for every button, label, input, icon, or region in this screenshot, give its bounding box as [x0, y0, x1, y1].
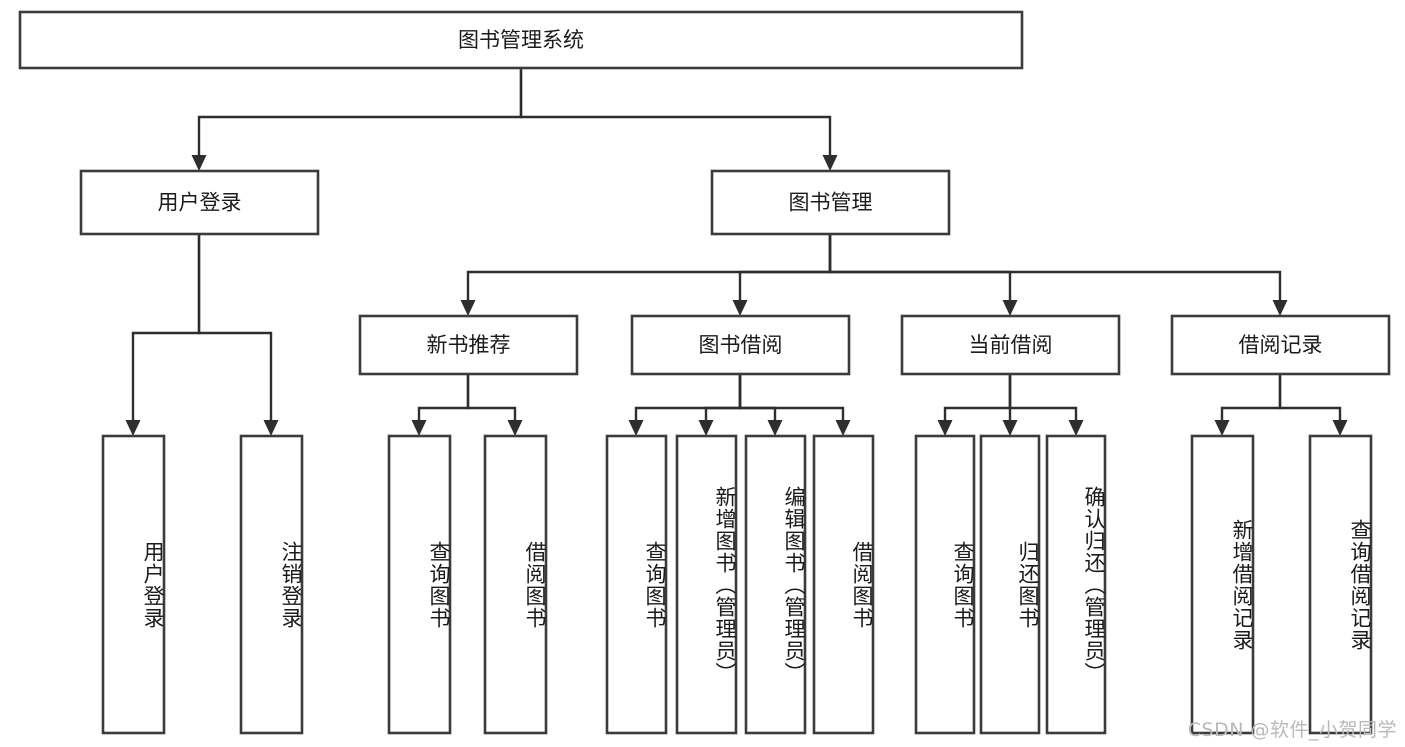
- node-new-book-rec[interactable]: 新书推荐: [358, 314, 579, 376]
- level2-node-box: [1170, 314, 1391, 376]
- arrow-head-book-manage: [822, 155, 838, 171]
- connector-current-borrow-to-leaf-query-book-3: [943, 374, 1012, 425]
- connector-book-manage-to-current-borrow: [828, 234, 1012, 305]
- root-node-box: [18, 10, 1024, 70]
- connector-user-login-to-leaf-logout: [197, 234, 273, 425]
- connector-layer: [125, 68, 1348, 436]
- level1-node-box: [79, 169, 320, 236]
- leaf-box-leaf-add-record[interactable]: [1190, 434, 1255, 735]
- arrow-head-book-borrow: [732, 300, 748, 316]
- connector-root-to-book-manage: [519, 68, 832, 160]
- level2-node-label: 当前借阅: [969, 333, 1053, 357]
- arrow-head-leaf-query-book-3: [937, 420, 953, 436]
- node-root[interactable]: 图书管理系统: [18, 10, 1024, 70]
- arrow-head-leaf-confirm-return: [1068, 420, 1084, 436]
- arrow-head-leaf-add-book: [698, 420, 714, 436]
- level2-node-box: [630, 314, 851, 376]
- leaf-box-leaf-logout[interactable]: [239, 434, 304, 735]
- arrow-head-current-borrow: [1002, 300, 1018, 316]
- leaf-box-leaf-add-book[interactable]: [675, 434, 738, 735]
- leaf-box-leaf-confirm-return[interactable]: [1045, 434, 1107, 735]
- level2-node-label: 图书借阅: [699, 333, 783, 357]
- leaf-box-leaf-query-book-1[interactable]: [387, 434, 452, 735]
- arrow-head-leaf-query-record: [1332, 420, 1348, 436]
- level2-node-box: [900, 314, 1121, 376]
- arrow-head-leaf-query-book-2: [628, 420, 644, 436]
- connector-new-book-rec-to-leaf-borrow-book-1: [466, 374, 517, 425]
- arrow-head-leaf-edit-book: [767, 420, 783, 436]
- connector-borrow-record-to-leaf-query-record: [1278, 374, 1342, 425]
- root-node-label: 图书管理系统: [458, 28, 584, 52]
- level1-node-label: 用户登录: [158, 191, 242, 215]
- connector-book-borrow-to-leaf-edit-book: [738, 374, 777, 425]
- leaf-box-leaf-borrow-book-2[interactable]: [812, 434, 875, 735]
- leaf-box-leaf-return-book[interactable]: [979, 434, 1041, 735]
- connector-book-manage-to-book-borrow: [738, 234, 832, 305]
- level2-node-label: 新书推荐: [427, 333, 511, 357]
- arrow-head-leaf-query-book-1: [411, 420, 427, 436]
- leaf-box-leaf-query-book-2[interactable]: [605, 434, 668, 735]
- node-book-borrow[interactable]: 图书借阅: [630, 314, 851, 376]
- arrow-head-leaf-borrow-book-1: [507, 420, 523, 436]
- arrow-head-borrow-record: [1272, 300, 1288, 316]
- watermark-text: CSDN @软件_小贺同学: [1187, 719, 1397, 741]
- arrow-head-leaf-logout: [263, 420, 279, 436]
- arrow-head-user-login: [191, 155, 207, 171]
- arrow-head-leaf-user-login: [125, 420, 141, 436]
- connector-current-borrow-to-leaf-confirm-return: [1008, 374, 1078, 425]
- connector-book-borrow-to-leaf-add-book: [704, 374, 742, 425]
- node-current-borrow[interactable]: 当前借阅: [900, 314, 1121, 376]
- level2-node-label: 借阅记录: [1239, 333, 1323, 357]
- connector-root-to-user-login: [197, 68, 523, 160]
- node-user-login[interactable]: 用户登录: [79, 169, 320, 236]
- arrow-head-leaf-add-record: [1214, 420, 1230, 436]
- connector-new-book-rec-to-leaf-query-book-1: [417, 374, 470, 425]
- connector-book-manage-to-new-book-rec: [466, 234, 832, 305]
- leaf-box-leaf-user-login[interactable]: [101, 434, 166, 735]
- node-book-manage[interactable]: 图书管理: [710, 169, 951, 236]
- arrow-head-new-book-rec: [460, 300, 476, 316]
- arrow-head-leaf-borrow-book-2: [835, 420, 851, 436]
- leaf-box-leaf-edit-book[interactable]: [744, 434, 807, 735]
- connector-book-borrow-to-leaf-query-book-2: [634, 374, 742, 425]
- level1-node-box: [710, 169, 951, 236]
- level2-node-box: [358, 314, 579, 376]
- leaf-box-leaf-query-book-3[interactable]: [914, 434, 976, 735]
- leaf-box-leaf-query-record[interactable]: [1308, 434, 1373, 735]
- node-borrow-record[interactable]: 借阅记录: [1170, 314, 1391, 376]
- connector-borrow-record-to-leaf-add-record: [1220, 374, 1282, 425]
- level1-node-label: 图书管理: [789, 191, 873, 215]
- connector-user-login-to-leaf-user-login: [131, 234, 201, 425]
- leaf-box-leaf-borrow-book-1[interactable]: [483, 434, 548, 735]
- connector-book-borrow-to-leaf-borrow-book-2: [738, 374, 845, 425]
- connector-book-manage-to-borrow-record: [828, 234, 1282, 305]
- arrow-head-leaf-return-book: [1002, 420, 1018, 436]
